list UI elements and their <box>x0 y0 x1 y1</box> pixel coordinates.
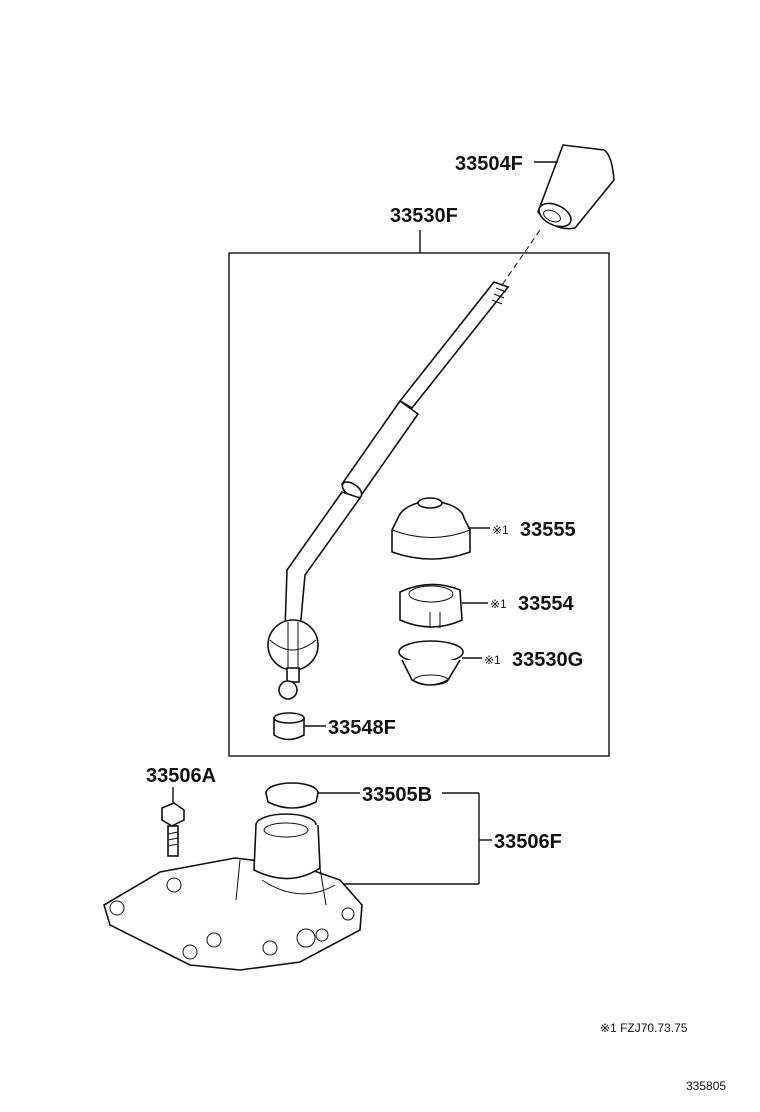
housing-bracket <box>340 792 492 885</box>
ring-33554 <box>399 583 463 628</box>
label-33548F: 33548F <box>328 717 396 739</box>
boot-33530G <box>398 640 464 686</box>
figure-code: 335805 <box>686 1079 726 1093</box>
label-33505B: 33505B <box>362 784 432 806</box>
label-33504F: 33504F <box>455 153 523 175</box>
bolt-33506A <box>161 802 185 857</box>
footnote: ※1 FZJ70.73.75 <box>600 1021 688 1035</box>
cap-33555 <box>391 497 471 560</box>
label-33506A: 33506A <box>146 765 216 787</box>
housing-33506F <box>103 813 363 971</box>
label-33555: 33555 <box>520 519 576 541</box>
bushing-33548F <box>273 712 305 741</box>
label-33554: 33554 <box>518 593 574 615</box>
mark-33530G: ※1 <box>484 653 501 667</box>
label-33530F: 33530F <box>390 205 458 227</box>
label-33506F: 33506F <box>494 831 562 853</box>
mark-33555: ※1 <box>492 523 509 537</box>
mark-33554: ※1 <box>490 597 507 611</box>
label-33530G: 33530G <box>512 649 583 671</box>
shift-lever <box>267 281 510 700</box>
shift-knob <box>501 144 615 286</box>
assembly-frame <box>228 252 610 757</box>
seal-33505B <box>265 782 319 809</box>
